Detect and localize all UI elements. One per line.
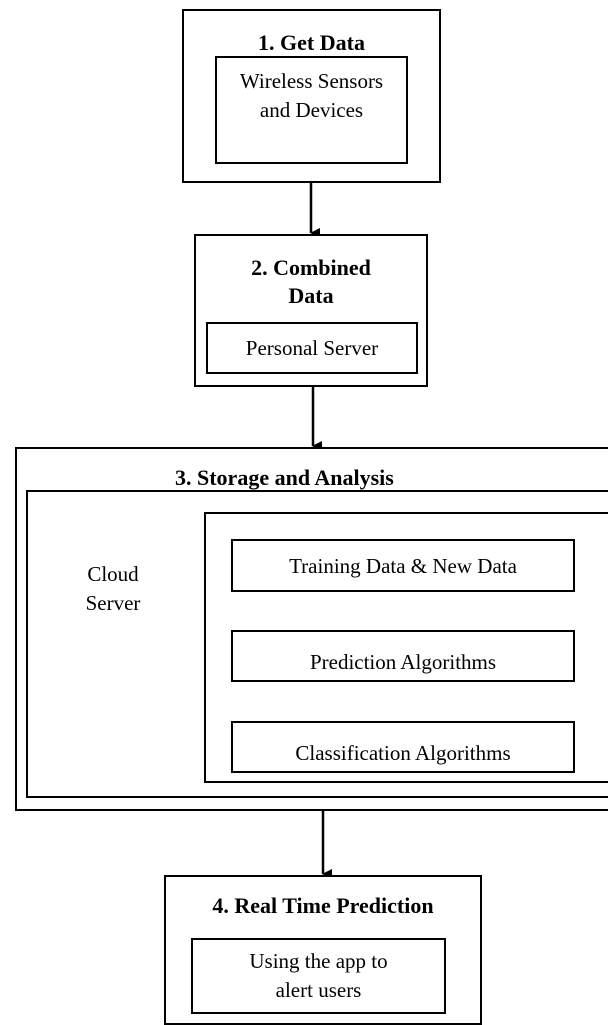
- pipeline-step-classification-label: Classification Algorithms: [295, 741, 511, 765]
- step-1-inner-label: Wireless Sensors and Devices: [239, 69, 384, 122]
- step-1-box: 1. Get Data Wireless Sensors and Devices: [182, 9, 441, 183]
- step-1-inner-box: Wireless Sensors and Devices: [215, 56, 408, 164]
- step-4-title: 4. Real Time Prediction: [212, 893, 434, 918]
- step-2-inner-box: Personal Server: [206, 322, 418, 374]
- pipeline-step-classification: Classification Algorithms: [231, 721, 575, 773]
- cloud-label: Cloud Server: [85, 562, 141, 615]
- pipeline-step-prediction: Prediction Algorithms: [231, 630, 575, 682]
- step-2-inner-label: Personal Server: [245, 336, 379, 360]
- step-4-inner-box: Using the app to alert users: [191, 938, 446, 1014]
- step-2-title: 2. Combined Data: [251, 255, 371, 308]
- pipeline-step-training-label: Training Data & New Data: [289, 554, 517, 578]
- step-3-box: 3. Storage and Analysis Training Data & …: [15, 447, 608, 811]
- step-1-title: 1. Get Data: [258, 30, 365, 55]
- pipeline-step-training: Training Data & New Data: [231, 539, 575, 592]
- pipeline-frame: Training Data & New Data Prediction Algo…: [204, 512, 608, 783]
- step-4-box: 4. Real Time Prediction Using the app to…: [164, 875, 482, 1025]
- step-3-title: 3. Storage and Analysis: [175, 465, 394, 490]
- pipeline-step-prediction-label: Prediction Algorithms: [309, 650, 497, 674]
- step-3-inner-frame: Training Data & New Data Prediction Algo…: [26, 490, 608, 798]
- step-4-inner-label: Using the app to alert users: [249, 949, 388, 1002]
- step-2-box: 2. Combined Data Personal Server: [194, 234, 428, 387]
